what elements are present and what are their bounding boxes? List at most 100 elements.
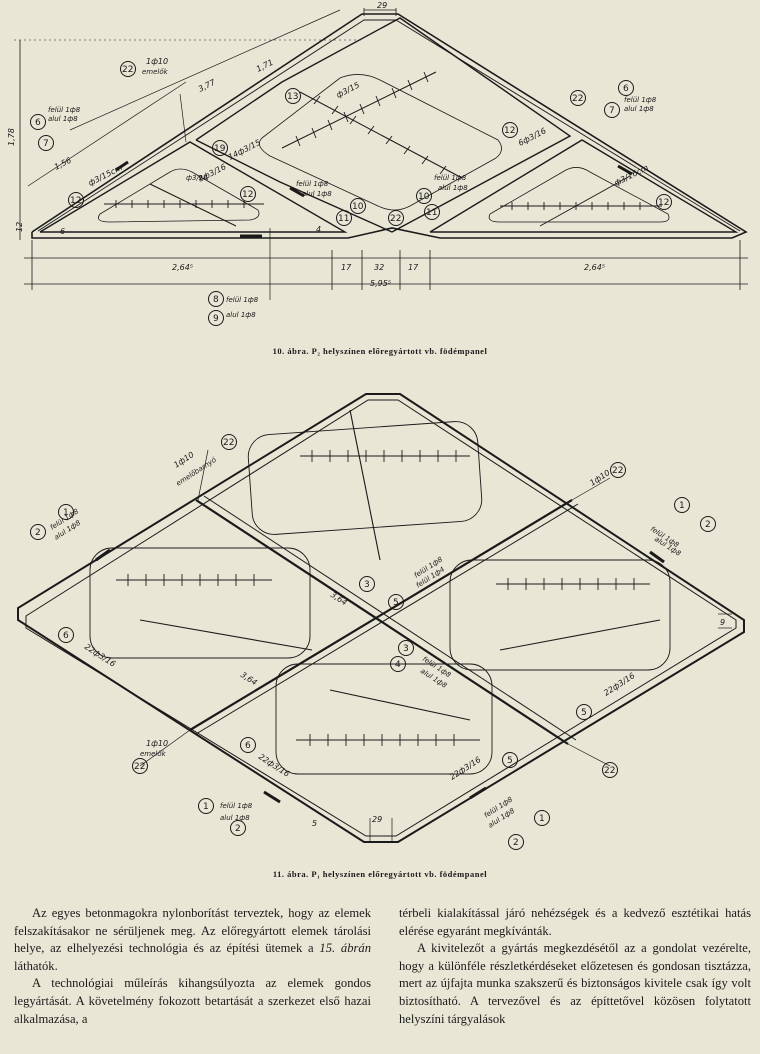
text-column-left: Az egyes betonmagokra nylonborítást terv…: [14, 905, 371, 1028]
svg-text:22: 22: [223, 438, 234, 448]
alul-bl: alul 1ф8: [220, 814, 250, 822]
dim-9: 9: [720, 618, 725, 627]
marker-6-a: 6: [30, 114, 46, 130]
marker-7-a: 7: [38, 135, 54, 151]
svg-text:19: 19: [214, 144, 226, 154]
m11-22-b: 22: [610, 462, 626, 478]
paragraph: Az egyes betonmagokra nylonborítást terv…: [14, 906, 371, 973]
m11-4: 4: [390, 656, 406, 672]
svg-text:22: 22: [572, 94, 583, 104]
marker-10-a: 10: [350, 198, 366, 214]
svg-text:9: 9: [213, 314, 219, 324]
rebar-6f316: 6ф3/16: [517, 126, 548, 148]
text-column-right: térbeli kialakítással járó nehézségek és…: [399, 905, 751, 1028]
dim-12: 12: [15, 222, 24, 232]
alul-center: alul 1ф8: [302, 190, 332, 198]
dim-171: 1,71: [255, 58, 275, 74]
svg-text:13: 13: [287, 92, 298, 102]
marker-11-a: 11: [336, 210, 352, 226]
rebar-22f316-b: 22ф3/16: [602, 671, 636, 698]
svg-text:22: 22: [390, 214, 401, 224]
m11-5-a: 5: [388, 594, 404, 610]
technical-drawing: 29 3,77 1,71 1,78 1,56 12 6 4 2,64⁵ 17 3…: [0, 0, 748, 850]
figure-11-caption: 11. ábra. P₁ helyszínen előregyártott vb…: [272, 869, 488, 879]
svg-text:22: 22: [134, 762, 145, 772]
dim-29: 29: [372, 815, 382, 824]
fig11-outline: [17, 393, 745, 843]
m11-6-b: 6: [240, 737, 256, 753]
m11-22-c: 22: [132, 758, 148, 774]
marker-22-a: 22: [120, 61, 136, 77]
dim-6: 6: [60, 227, 65, 236]
svg-text:12: 12: [658, 198, 669, 208]
m11-1-c: 1: [198, 798, 214, 814]
svg-text:3: 3: [364, 580, 370, 590]
rebar-1f10: 1ф10: [146, 57, 168, 66]
fig10-center-panel: [195, 17, 572, 233]
rebar-f316: ф3/16: [186, 174, 208, 182]
marker-6-b: 6: [618, 80, 634, 96]
marker-10-b: 10: [416, 188, 432, 204]
figure-11-markers: 22 1 2 22 1 2 3 5 6 3 4 5 6 22 1 2 5 22 …: [30, 434, 716, 850]
svg-text:4: 4: [395, 660, 401, 670]
svg-text:10: 10: [352, 202, 364, 212]
svg-text:7: 7: [43, 139, 49, 149]
rebar-emelok: emelők: [142, 67, 169, 76]
figure-11-labels: 29 9 3,64 3,64 5 1ф10 emelőbarnyó 1ф10 2…: [49, 450, 725, 830]
dim-5: 5: [312, 819, 317, 828]
m11-5-b: 5: [576, 704, 592, 720]
m11-1-a: 1: [58, 504, 74, 520]
svg-text:2: 2: [35, 528, 41, 538]
svg-text:2: 2: [705, 520, 711, 530]
felul-bottom: felül 1ф8: [226, 296, 259, 304]
alul-left: alul 1ф8: [48, 115, 78, 123]
svg-text:1: 1: [203, 802, 209, 812]
marker-7-b: 7: [604, 102, 620, 118]
svg-text:5: 5: [581, 708, 587, 718]
marker-12-b: 12: [68, 192, 84, 208]
m11-2-a: 2: [30, 524, 46, 540]
dim-b1: 2,64⁵: [172, 263, 193, 272]
svg-text:22: 22: [604, 766, 615, 776]
m11-2-b: 2: [700, 516, 716, 532]
marker-22-b: 22: [388, 210, 404, 226]
m11-5-c: 5: [502, 752, 518, 768]
svg-text:1: 1: [63, 508, 69, 518]
svg-text:2: 2: [513, 838, 519, 848]
rebar-f315: ф3/15: [335, 80, 361, 99]
rebar-1f10-b: 1ф10: [588, 468, 611, 488]
rebar-emelok-c: emelők: [140, 749, 167, 758]
svg-text:10: 10: [418, 192, 430, 202]
alul-right: alul 1ф8: [624, 105, 654, 113]
marker-12-a: 12: [502, 122, 518, 138]
marker-12-e: 12: [0, 0, 11, 3]
dim-4: 4: [316, 225, 321, 234]
figure-11-drawing: [17, 393, 745, 843]
svg-text:5: 5: [507, 756, 513, 766]
svg-text:11: 11: [338, 214, 349, 224]
dim-178: 1,78: [7, 128, 16, 146]
felul-left: felül 1ф8: [48, 106, 81, 114]
svg-text:5: 5: [393, 598, 399, 608]
m11-3-b: 3: [398, 640, 414, 656]
svg-text:6: 6: [245, 741, 251, 751]
paragraph: A kivitelezőt a gyártás megkezdésétől az…: [399, 941, 751, 1026]
dim-b4: 17: [408, 263, 419, 272]
marker-22-c: 22: [570, 90, 586, 106]
svg-text:6: 6: [35, 118, 41, 128]
marker-11-b: 11: [424, 204, 440, 220]
m11-1-d: 1: [534, 810, 550, 826]
svg-text:6: 6: [63, 631, 69, 641]
svg-text:12: 12: [242, 190, 253, 200]
dim-156: 1,56: [53, 156, 73, 172]
svg-text:12: 12: [504, 126, 515, 136]
svg-text:3: 3: [403, 644, 409, 654]
fig10-outline: [31, 13, 748, 239]
m11-1-b: 1: [674, 497, 690, 513]
figure-10-caption: 10. ábra. P₂ helyszínen előregyártott vb…: [272, 346, 488, 356]
svg-text:22: 22: [612, 466, 623, 476]
svg-text:7: 7: [609, 106, 615, 116]
marker-19: 19: [212, 140, 228, 156]
felul-right: felül 1ф8: [624, 96, 657, 104]
dim-364: 3,64: [329, 590, 349, 607]
